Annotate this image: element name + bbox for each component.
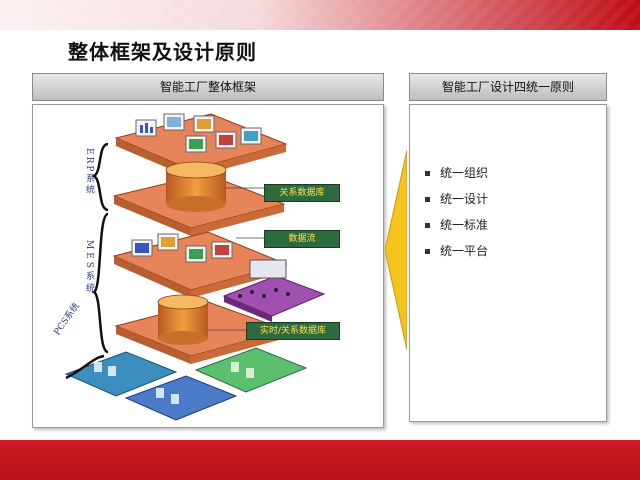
- pcs-bracket: [65, 354, 105, 380]
- data-flow-platform: [222, 259, 326, 322]
- pcs-platform-blue-2: [124, 375, 238, 421]
- list-item: 统一平台: [425, 238, 488, 264]
- callout-realtime-db: 实时/关系数据库: [246, 322, 340, 340]
- relational-db-layer: [112, 161, 286, 236]
- callout-relational-db: 关系数据库: [264, 184, 340, 202]
- top-band-fade: [0, 0, 640, 30]
- bullet-icon: [425, 223, 430, 228]
- framework-diagram: [64, 113, 326, 421]
- principles-panel: [409, 104, 607, 422]
- bullet-icon: [425, 171, 430, 176]
- callout-data-flow: 数据流: [264, 230, 340, 248]
- monitor-icon: [249, 259, 287, 279]
- mes-label: MES系统: [84, 240, 94, 295]
- mes-bracket: [91, 212, 110, 354]
- erp-bracket: [91, 142, 109, 212]
- list-item: 统一标准: [425, 212, 488, 238]
- erp-label: ERP系统: [84, 148, 94, 196]
- bullet-icon: [425, 197, 430, 202]
- mes-layer: [112, 231, 288, 298]
- list-item: 统一组织: [425, 160, 488, 186]
- bottom-decor-band: [0, 440, 640, 480]
- page-title: 整体框架及设计原则: [68, 40, 257, 64]
- list-item: 统一设计: [425, 186, 488, 212]
- bullet-icon: [425, 249, 430, 254]
- framework-header: 智能工厂整体框架: [32, 73, 384, 101]
- pcs-layer: [64, 347, 308, 421]
- pcs-platform-blue: [64, 351, 178, 397]
- erp-screens: [135, 113, 262, 153]
- principles-list: 统一组织 统一设计 统一标准 统一平台: [425, 160, 488, 264]
- principles-header: 智能工厂设计四统一原则: [409, 73, 607, 101]
- purple-platform: [222, 275, 326, 317]
- mes-screens: [131, 233, 233, 263]
- left-arrow-icon: [385, 150, 407, 350]
